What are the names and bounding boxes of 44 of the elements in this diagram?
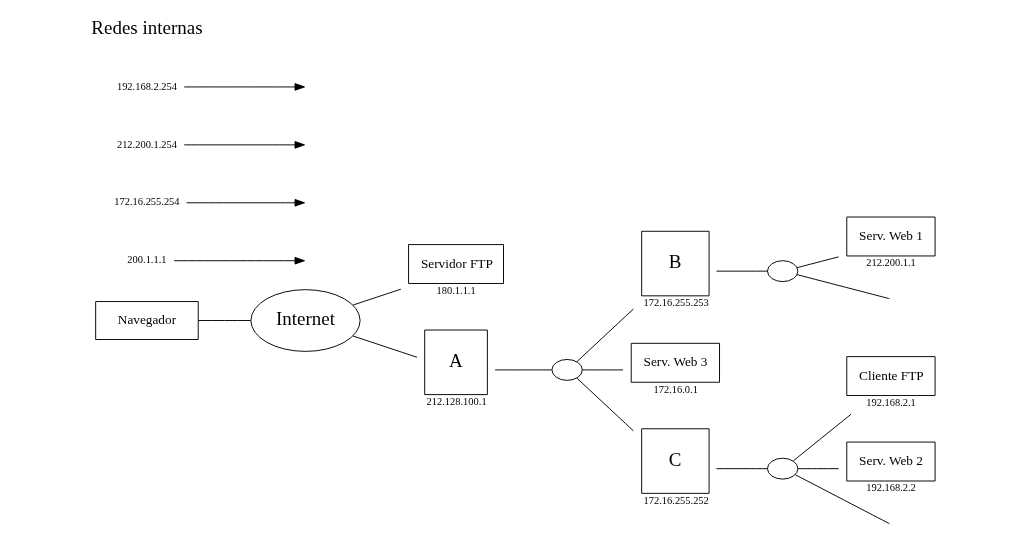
node-box: Serv. Web 3 [630, 342, 720, 383]
connector [715, 468, 768, 470]
connector [576, 308, 634, 362]
connector [197, 320, 251, 321]
arrow [183, 141, 305, 149]
connector [796, 468, 839, 470]
node-ellipse: Internet [249, 289, 361, 352]
connector [796, 256, 839, 269]
node-label: 192.168.2.2 [865, 482, 916, 494]
node-text: 192.168.2.254 [116, 80, 177, 92]
node-text: 212.200.1.254 [116, 138, 177, 150]
node-box: Serv. Web 2 [845, 441, 936, 482]
node-box: Servidor FTP [407, 244, 504, 284]
node-box: C [640, 428, 710, 494]
node-ellipse [766, 260, 798, 283]
node-ellipse [550, 359, 583, 381]
connector [794, 474, 890, 525]
node-label: 180.1.1.1 [436, 284, 476, 296]
arrow [185, 199, 305, 207]
arrow [173, 256, 305, 265]
arrow [183, 83, 305, 91]
label: Redes internas [90, 16, 203, 38]
node-box: Serv. Web 1 [845, 216, 936, 257]
connector [715, 270, 768, 272]
node-label: 212.200.1.1 [865, 257, 916, 269]
connector [796, 274, 890, 300]
node-label: 172.16.255.253 [643, 297, 709, 309]
node-label: 192.168.2.1 [865, 396, 916, 408]
connector [352, 288, 401, 306]
node-text: 200.1.1.1 [126, 254, 167, 266]
node-ellipse [766, 457, 798, 480]
node-box: Cliente FTP [845, 356, 936, 397]
node-text: 172.16.255.254 [113, 196, 180, 208]
node-box: Navegador [94, 301, 199, 340]
node-box: B [640, 230, 710, 297]
node-label: 172.16.0.1 [653, 383, 698, 395]
node-box: A [423, 329, 488, 396]
connector [352, 335, 418, 358]
connector [576, 377, 634, 432]
connector [792, 413, 851, 462]
connector [494, 369, 552, 371]
connector [581, 369, 624, 371]
node-label: 212.128.100.1 [426, 395, 487, 407]
node-label: 172.16.255.252 [643, 494, 709, 506]
